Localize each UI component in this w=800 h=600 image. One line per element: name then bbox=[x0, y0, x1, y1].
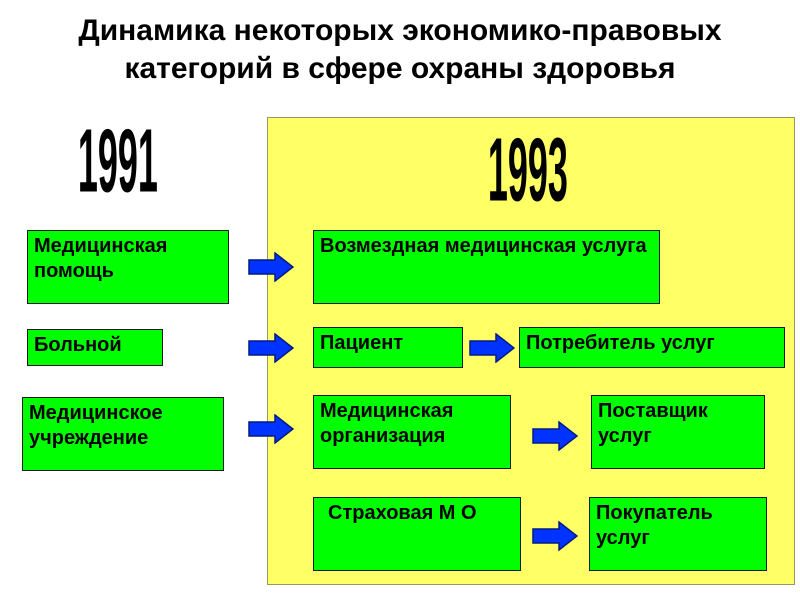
box-patient: Пациент bbox=[313, 327, 463, 368]
arrow-right-icon bbox=[469, 333, 515, 363]
box-service-buyer: Покупатель услуг bbox=[589, 497, 767, 571]
box-service-provider: Поставщик услуг bbox=[591, 395, 765, 469]
year-1991-label: 1991 bbox=[77, 110, 158, 212]
page-title: Динамика некоторых экономико-правовых ка… bbox=[0, 12, 800, 88]
title-line-1: Динамика некоторых экономико-правовых bbox=[78, 14, 722, 47]
box-service-consumer: Потребитель услуг bbox=[519, 327, 785, 368]
title-line-2: категорий в сфере охраны здоровья bbox=[124, 52, 676, 85]
box-medical-help: Медицинская помощь bbox=[27, 230, 229, 304]
box-paid-medical-service: Возмездная медицинская услуга bbox=[313, 230, 660, 304]
arrow-right-icon bbox=[248, 414, 294, 444]
box-medical-institution: Медицинское учреждение bbox=[22, 397, 224, 471]
arrow-right-icon bbox=[248, 252, 294, 282]
box-sick: Больной bbox=[27, 329, 163, 366]
arrow-right-icon bbox=[532, 421, 578, 451]
year-1993-label: 1993 bbox=[487, 119, 568, 221]
arrow-right-icon bbox=[532, 521, 578, 551]
arrow-right-icon bbox=[248, 333, 294, 363]
box-medical-organization: Медицинская организация bbox=[313, 395, 511, 469]
box-insurance-mo: Страховая М О bbox=[313, 497, 521, 571]
